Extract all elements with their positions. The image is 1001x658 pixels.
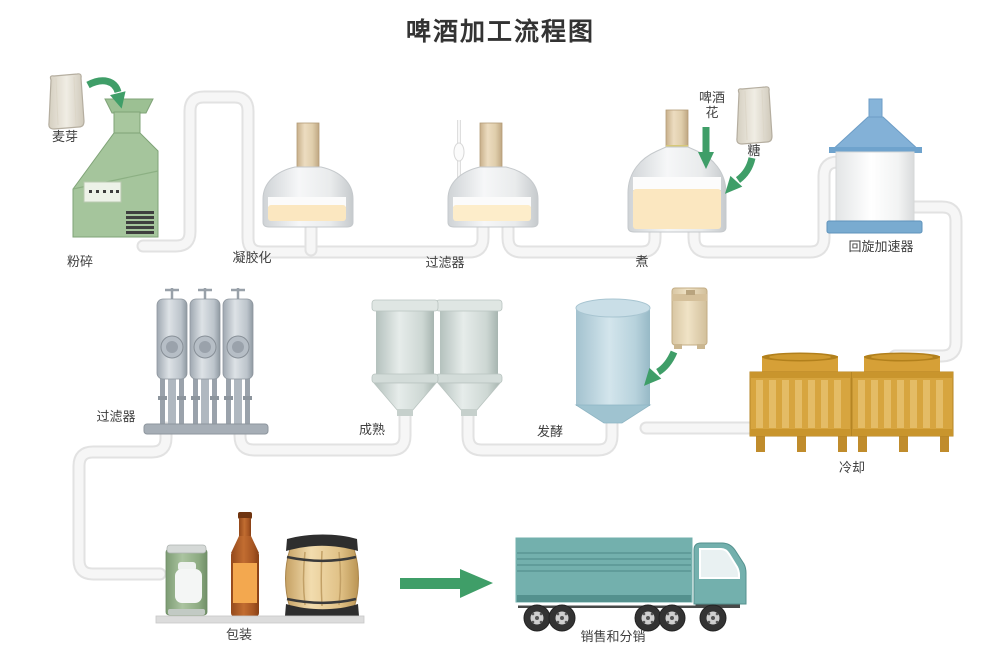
cooling-tower-right	[851, 352, 954, 452]
filter-column	[222, 288, 254, 425]
maturation-hoppers	[371, 299, 503, 416]
crusher-vents	[126, 211, 154, 234]
filter-column	[189, 288, 221, 425]
truck-window	[699, 548, 740, 579]
pipe-crusher-to-gelatinizer	[136, 90, 490, 259]
pipe-fermenter-to-maturation	[461, 407, 619, 457]
label-gelatinization: 凝胶化	[232, 251, 272, 266]
arrow-packaging-to-truck	[400, 569, 493, 598]
label-hops: 啤酒花	[698, 91, 725, 121]
label-distribution: 销售和分销	[580, 630, 646, 645]
cooling-tower-left	[749, 352, 852, 452]
boiling-vessel	[627, 109, 727, 233]
filter-vessel	[447, 120, 539, 228]
arrow-yeast-to-fermenter	[643, 350, 678, 386]
truck-wheels	[523, 604, 727, 632]
sight-valve	[453, 142, 465, 162]
label-packaging: 包装	[225, 628, 252, 643]
label-filter-top: 过滤器	[425, 256, 465, 271]
beer-barrel	[285, 534, 359, 622]
hopper-left	[371, 299, 439, 416]
filter-columns	[143, 288, 269, 435]
whirlpool-tank	[826, 98, 923, 234]
pipe-whirlpool-to-cooling	[888, 200, 963, 363]
arrow-hops-to-boiler	[698, 127, 714, 169]
delivery-truck	[512, 534, 747, 632]
arrow-malt-to-crusher	[86, 77, 126, 109]
beer-bottle	[231, 512, 259, 617]
truck-cargo-box	[512, 534, 696, 606]
pipe-maturation-to-filter	[233, 407, 412, 457]
label-filter-mid: 过滤器	[96, 410, 136, 425]
label-maturation: 成熟	[358, 423, 385, 438]
cooling-towers	[749, 352, 954, 452]
label-boil: 煮	[635, 255, 649, 270]
gelatinization-vessel	[262, 122, 354, 228]
label-sugar: 糖	[747, 144, 761, 159]
yeast-canister	[671, 287, 708, 349]
packaging-shelf	[155, 615, 365, 624]
crusher-machine	[72, 98, 159, 238]
pipe-filter-to-boiler	[501, 211, 662, 259]
sugar-bag	[736, 86, 773, 145]
label-fermentation: 发酵	[536, 425, 563, 440]
filter-base-bar	[143, 423, 269, 435]
hopper-right	[435, 299, 503, 416]
page-title: 啤酒加工流程图	[405, 17, 595, 46]
beer-can	[165, 544, 208, 616]
arrow-sugar-to-boiler	[724, 157, 756, 194]
label-crush: 粉碎	[66, 255, 93, 270]
pipe-boiler-to-whirlpool	[687, 155, 852, 259]
packaging-group	[155, 512, 365, 624]
filter-column	[156, 288, 188, 425]
label-malt: 麦芽	[51, 130, 78, 145]
label-cooling: 冷却	[838, 461, 865, 476]
malt-bag	[48, 73, 85, 130]
pipe-filter-to-packaging	[72, 421, 173, 581]
fermentation-tank	[574, 298, 652, 424]
label-whirlpool: 回旋加速器	[848, 240, 914, 255]
